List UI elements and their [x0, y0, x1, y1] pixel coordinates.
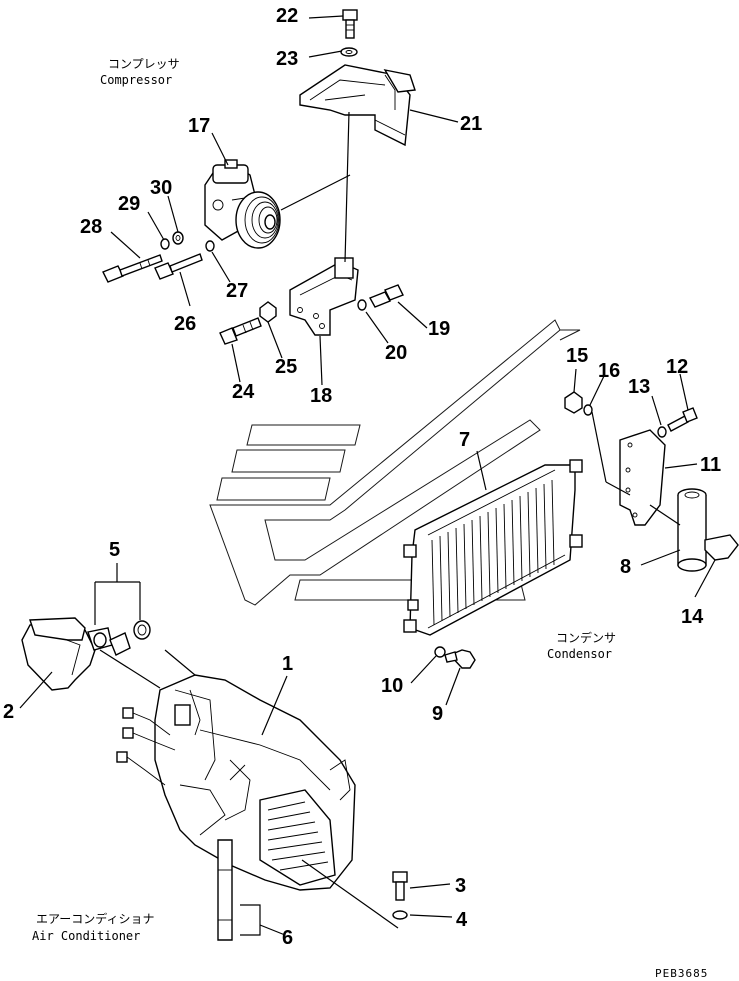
washer-30-shape: [172, 231, 184, 245]
bracket-11-shape: [619, 429, 666, 526]
condenser-group: [403, 391, 739, 669]
washer-16-shape: [583, 404, 593, 416]
label-part-3: 3: [455, 875, 466, 897]
caption-aircon-en: Air Conditioner: [32, 929, 140, 943]
label-part-22: 22: [276, 5, 298, 27]
label-part-21: 21: [460, 113, 482, 135]
bolt-19-shape: [369, 284, 404, 308]
caption-compressor-en: Compressor: [100, 73, 172, 87]
label-part-12: 12: [666, 356, 688, 378]
air-conditioner-group: [21, 617, 408, 941]
label-part-29: 29: [118, 193, 140, 215]
label-part-10: 10: [381, 675, 403, 697]
washer-20-shape: [357, 299, 367, 311]
wire-harness: [116, 707, 176, 786]
bolt-3-shape: [392, 871, 408, 901]
washer-4-shape: [392, 910, 408, 920]
condenser-7-shape: [403, 459, 583, 636]
washer-13-shape: [657, 426, 667, 438]
label-part-16: 16: [598, 360, 620, 382]
compressor-17-shape: [204, 159, 281, 249]
compressor-group: [102, 9, 416, 345]
label-part-5: 5: [109, 539, 120, 561]
label-part-27: 27: [226, 280, 248, 302]
label-part-15: 15: [566, 345, 588, 367]
label-part-13: 13: [628, 376, 650, 398]
label-part-11: 11: [700, 454, 721, 476]
group-captions: コンプレッサ Compressor コンデンサ Condensor エアーコンデ…: [32, 57, 708, 980]
washer-29-shape: [160, 238, 170, 250]
bolt-12-shape: [667, 407, 698, 432]
bracket-18-shape: [289, 257, 359, 336]
label-part-26: 26: [174, 313, 196, 335]
nut-25-shape: [259, 301, 277, 323]
air-conditioner-1-shape: [154, 674, 356, 891]
label-part-1: 1: [282, 653, 293, 675]
label-part-6: 6: [282, 927, 293, 949]
label-part-7: 7: [459, 429, 470, 451]
washer-23-shape: [340, 47, 358, 57]
caption-compressor-jp: コンプレッサ: [108, 57, 180, 71]
hose-fittings: [29, 617, 151, 656]
bolt-26-shape: [154, 253, 203, 280]
label-part-14: 14: [681, 606, 704, 628]
part-number-labels: 22 23 21 17 30 29 28 27 26 19 20 25 24 1…: [3, 5, 721, 949]
bolt-22-shape: [342, 9, 358, 39]
bolt-28-shape: [102, 254, 163, 283]
label-part-30: 30: [150, 177, 172, 199]
washer-10-shape: [434, 646, 446, 658]
bolt-9-shape: [444, 649, 476, 669]
nut-15-shape: [564, 391, 583, 414]
caption-aircon-jp: エアーコンディショナ: [36, 911, 154, 926]
hose-14-shape: [704, 534, 739, 561]
label-part-24: 24: [232, 381, 255, 403]
label-part-4: 4: [456, 909, 468, 931]
label-part-23: 23: [276, 48, 298, 70]
label-part-2: 2: [3, 701, 14, 723]
drawing-code: PEB3685: [655, 967, 708, 980]
label-part-28: 28: [80, 216, 102, 238]
caption-condensor-en: Condensor: [547, 647, 612, 661]
caption-condensor-jp: コンデンサ: [556, 630, 616, 645]
label-part-25: 25: [275, 356, 297, 378]
label-part-9: 9: [432, 703, 443, 725]
label-part-19: 19: [428, 318, 450, 340]
bolt-24-shape: [219, 317, 262, 345]
washer-27-shape: [205, 240, 215, 252]
label-part-20: 20: [385, 342, 407, 364]
leader-lines: [19, 15, 716, 936]
drain-hose-6-shape: [217, 839, 233, 941]
bracket-21-shape: [299, 64, 416, 147]
label-part-17: 17: [188, 115, 210, 137]
label-part-18: 18: [310, 385, 332, 407]
label-part-8: 8: [620, 556, 631, 578]
receiver-8-shape: [677, 488, 707, 572]
